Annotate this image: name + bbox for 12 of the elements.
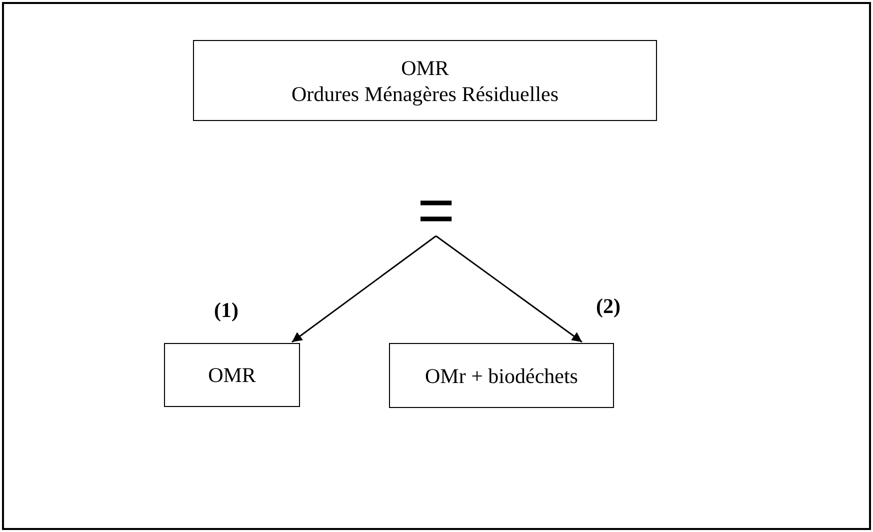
arrow bbox=[436, 235, 582, 343]
node-text: OMR bbox=[208, 362, 256, 388]
node-text: OMR bbox=[401, 54, 449, 80]
edge-label: (1) bbox=[214, 298, 238, 323]
equals-sign: = bbox=[417, 178, 455, 242]
process-box bbox=[164, 343, 300, 407]
title-box bbox=[193, 40, 657, 121]
edge-label: (2) bbox=[596, 294, 620, 319]
process-box bbox=[389, 343, 614, 408]
node-text: OMr + biodéchets bbox=[425, 362, 578, 388]
node-text: Ordures Ménagères Résiduelles bbox=[291, 80, 559, 106]
arrow bbox=[292, 235, 436, 343]
